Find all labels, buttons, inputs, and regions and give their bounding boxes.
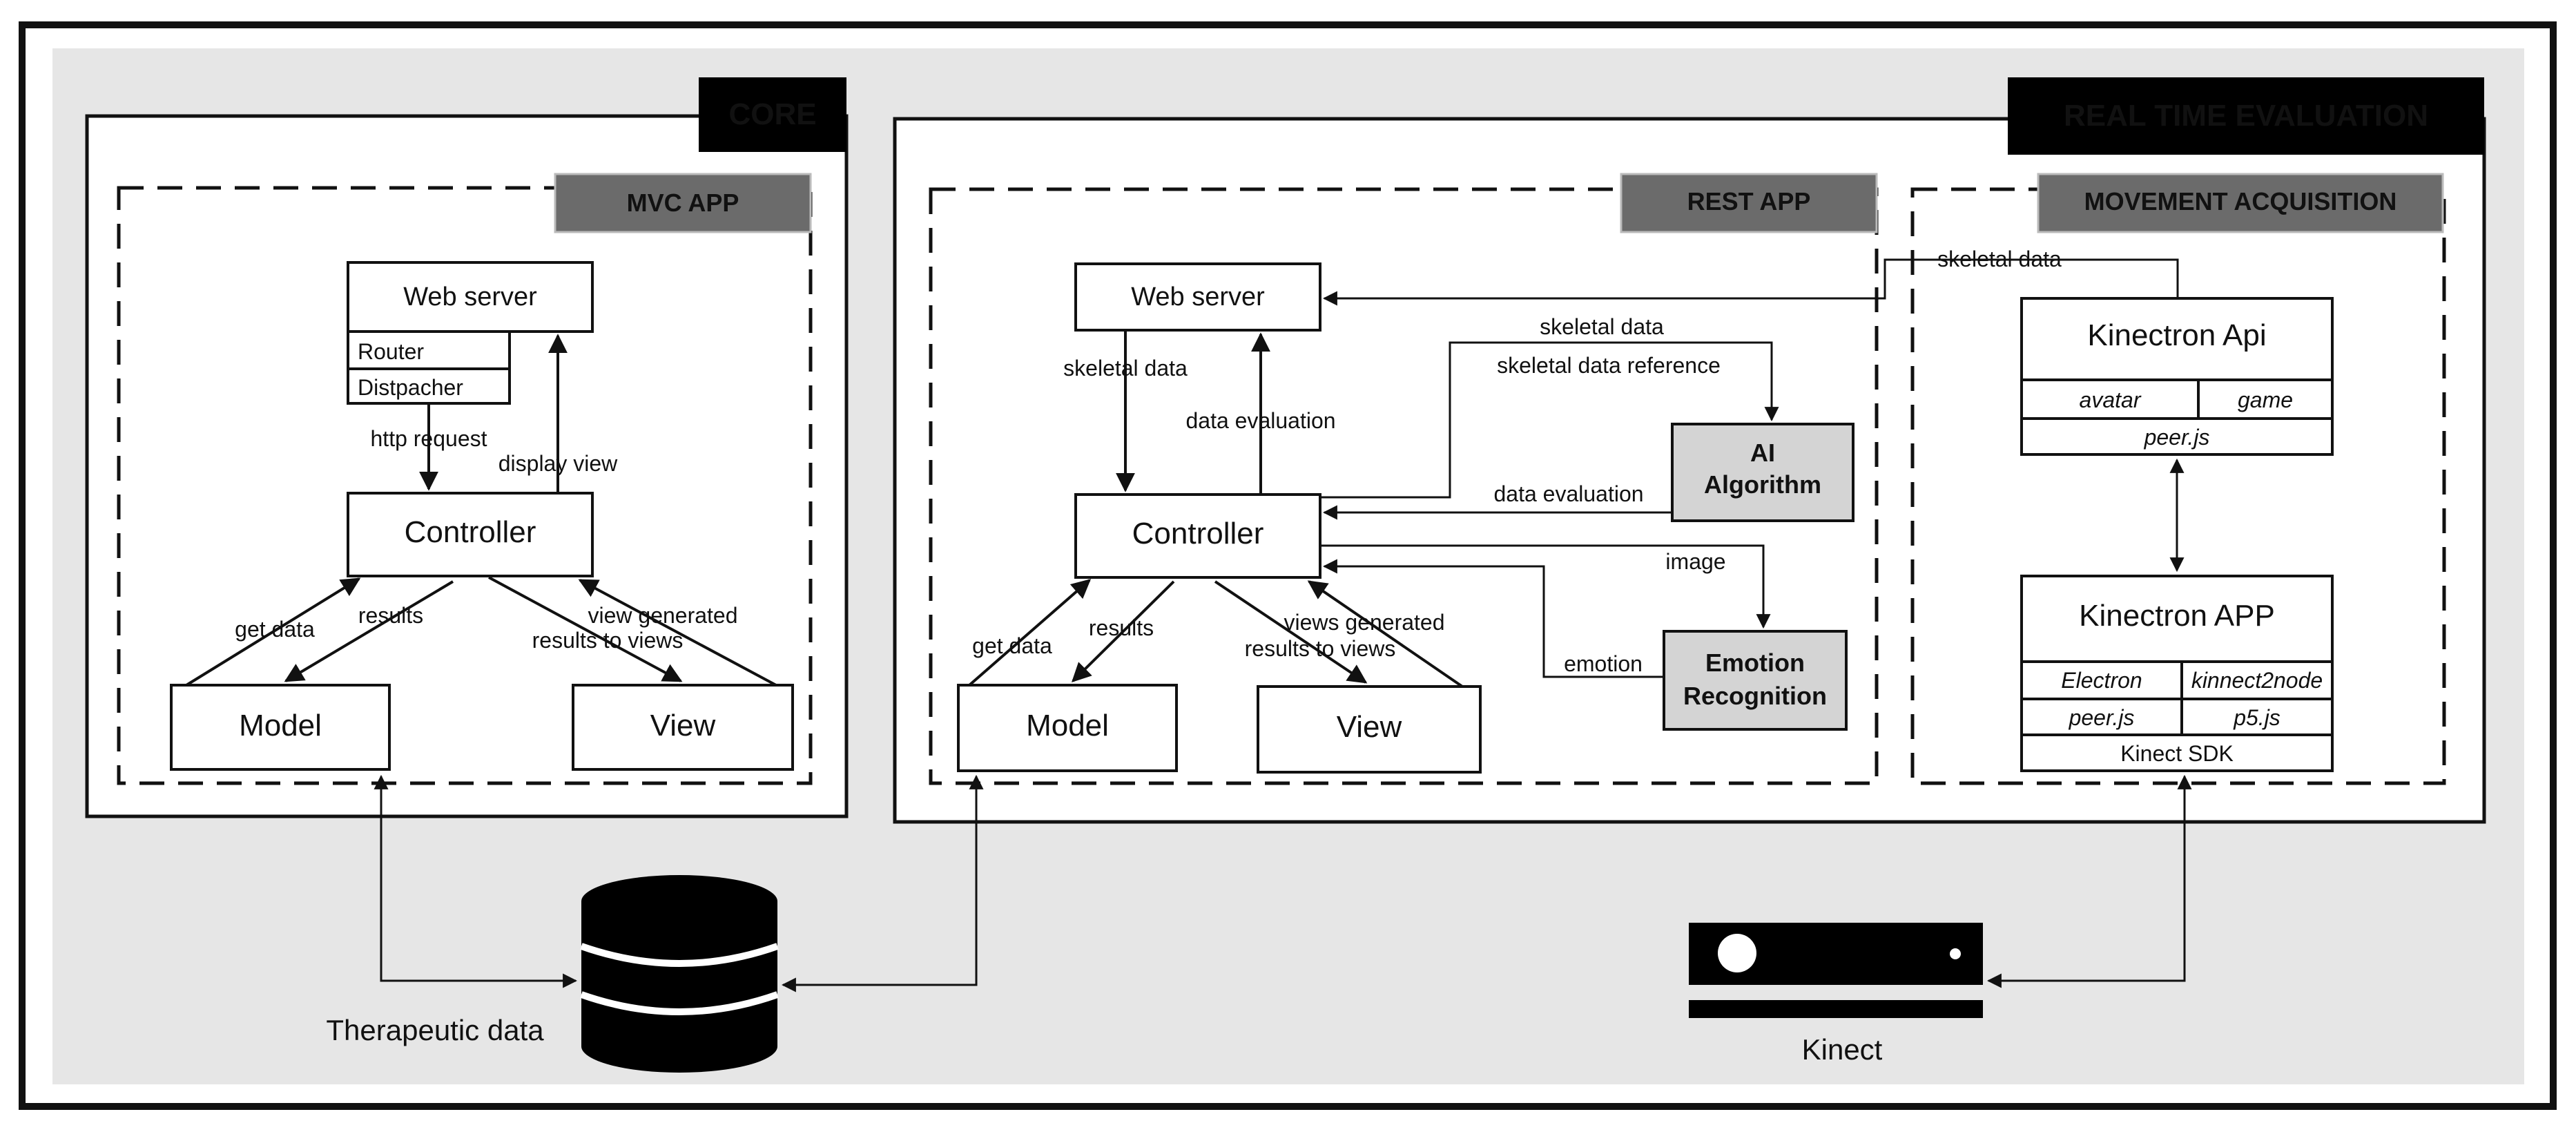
core-results-to-views-arrow — [488, 576, 683, 682]
kinectron-app-sdk: Kinect SDK — [2120, 741, 2234, 766]
ai-algorithm-line1: AI — [1750, 439, 1775, 467]
core-web-server-label: Web server — [403, 282, 537, 311]
mvc-app-title: MVC APP — [627, 189, 739, 217]
core-get-data-label: get data — [235, 617, 315, 642]
core-results-label: results — [358, 603, 423, 628]
kinectron-api-peer: peer.js — [2144, 425, 2210, 450]
core-model-to-database-arrow — [374, 774, 578, 988]
rest-results-label: results — [1089, 615, 1154, 640]
rest-views-generated-label: views generated — [1284, 610, 1444, 635]
skeletal-to-rest-webserver-arrow — [1322, 258, 2179, 306]
core-view-generated-arrow — [578, 579, 777, 687]
kinectron-app-peer: peer.js — [2069, 705, 2135, 730]
kinectron-app-kinnect2node: kinnect2node — [2191, 668, 2323, 693]
ai-algorithm-box — [1671, 423, 1854, 522]
kinectron-api-title: Kinectron Api — [2087, 318, 2266, 352]
core-view-label: View — [650, 709, 716, 742]
image-arrow — [1320, 544, 1771, 629]
kinect-label: Kinect — [1802, 1033, 1883, 1066]
core-title-tab — [699, 77, 846, 152]
image-label: image — [1665, 549, 1725, 574]
skeletal-data-reference-label: skeletal data reference — [1497, 353, 1721, 378]
core-view-generated-label: view generated — [588, 603, 737, 628]
emotion-label: emotion — [1564, 651, 1643, 676]
emotion-recognition-line1: Emotion — [1705, 649, 1805, 677]
kinectron-api-avatar: avatar — [2080, 387, 2142, 412]
rest-data-eval-up-label: data evaluation — [1185, 408, 1335, 433]
database-icon — [580, 875, 779, 1073]
core-dispatcher-label: Distpacher — [358, 375, 463, 400]
core-results-arrow — [284, 580, 454, 682]
kinect-to-app-arrow — [1986, 774, 2192, 988]
rest-view-box — [1257, 685, 1482, 774]
realtime-title: REAL TIME EVALUATION — [2064, 99, 2428, 133]
kinectron-api-game: game — [2238, 387, 2293, 412]
rest-get-data-arrow — [968, 579, 1092, 687]
rest-results-to-views-arrow — [1214, 580, 1368, 684]
rest-web-server-box — [1074, 262, 1321, 332]
rest-model-box — [957, 684, 1178, 772]
database-label: Therapeutic data — [326, 1014, 544, 1046]
ai-algorithm-line2: Algorithm — [1704, 470, 1821, 499]
rest-skeletal-down-label: skeletal data — [1063, 356, 1188, 381]
core-display-view-label: display view — [498, 451, 618, 476]
kinectron-app-electron: Electron — [2061, 668, 2142, 693]
core-model-label: Model — [239, 709, 322, 742]
core-get-data-arrow — [185, 577, 361, 687]
rest-model-to-database-arrow — [781, 774, 984, 992]
movement-boundary — [1910, 187, 2446, 785]
rest-controller-label: Controller — [1132, 517, 1264, 550]
core-http-request-label: http request — [371, 426, 487, 451]
skeletal-data-label: skeletal data — [1540, 314, 1664, 339]
kinectron-app-p5: p5.js — [2233, 705, 2280, 730]
kinectron-api-box — [2020, 297, 2334, 456]
rest-view-label: View — [1337, 710, 1402, 744]
core-title: CORE — [728, 97, 816, 131]
movement-tab — [2037, 173, 2444, 233]
realtime-title-tab — [2008, 77, 2484, 155]
rest-controller-box — [1074, 493, 1321, 579]
realtime-section: REAL TIME EVALUATION REST APP Web server… — [893, 77, 2486, 824]
core-router-box — [347, 330, 511, 370]
skeletal-data-to-ai-arrow — [1320, 341, 1779, 499]
core-controller-box — [347, 492, 594, 577]
core-view-box — [572, 684, 794, 771]
emotion-recognition-line2: Recognition — [1683, 682, 1827, 710]
core-controller-label: Controller — [405, 515, 536, 549]
rest-model-label: Model — [1026, 709, 1109, 742]
rest-web-server-label: Web server — [1131, 282, 1265, 311]
movement-skeletal-data-label: skeletal data — [1937, 247, 2062, 271]
movement-title: MOVEMENT ACQUISITION — [2084, 187, 2397, 215]
core-model-box — [170, 684, 391, 771]
rest-results-arrow — [1072, 580, 1175, 682]
rest-results-to-views-label: results to views — [1245, 636, 1396, 661]
rest-get-data-label: get data — [972, 633, 1052, 658]
emotion-recognition-box — [1663, 630, 1848, 731]
core-section: CORE MVC APP Web server Router Distpache… — [85, 77, 849, 818]
rest-app-title: REST APP — [1687, 187, 1811, 215]
kinectron-app-title: Kinectron APP — [2079, 599, 2275, 633]
core-router-label: Router — [358, 339, 424, 364]
rest-app-tab — [1620, 173, 1878, 233]
kinect-icon — [1689, 923, 1983, 1018]
rest-app-boundary — [929, 187, 1879, 785]
ai-data-evaluation-label: data evaluation — [1493, 481, 1643, 506]
rest-views-generated-arrow — [1307, 580, 1464, 688]
core-web-server-box — [347, 261, 594, 333]
core-results-to-views-label: results to views — [532, 628, 684, 653]
kinectron-app-box — [2020, 575, 2334, 772]
mvc-app-tab — [554, 173, 812, 233]
emotion-arrow — [1322, 559, 1664, 678]
